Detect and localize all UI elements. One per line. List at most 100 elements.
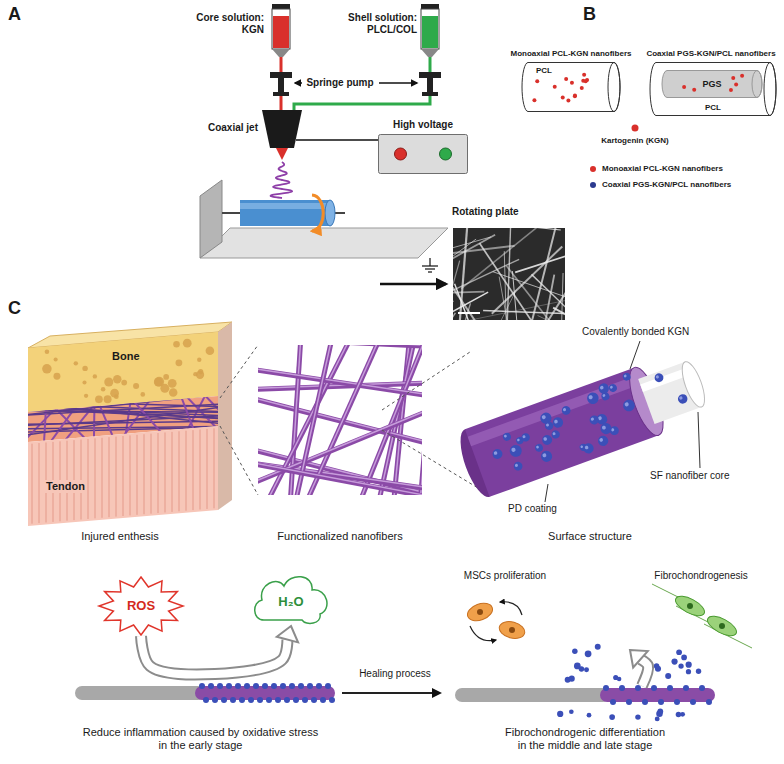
proliferation-arrow (500, 602, 522, 615)
bone-pore (104, 377, 113, 386)
tendon-fiber (123, 436, 124, 516)
nanofiber (420, 345, 422, 495)
pump-clamp (270, 72, 292, 78)
kgn-sphere (539, 449, 553, 463)
nanofiber-highlight (258, 408, 422, 484)
nozzle-tip (276, 148, 288, 160)
sphere-highlight (504, 434, 508, 438)
released-kgn (678, 663, 683, 668)
kgn-dot (626, 699, 632, 705)
kgn-dot (244, 683, 250, 689)
released-kgn (665, 673, 671, 679)
kgn-sphere (491, 448, 504, 461)
kgn-dot (532, 98, 536, 102)
electrospinning-setup (200, 4, 701, 480)
bone-pore (173, 341, 180, 348)
kgn-dot (564, 77, 568, 81)
arrow-head (630, 650, 648, 668)
nanofiber-highlight (258, 368, 422, 395)
annotation-label: Coaxial jet (186, 122, 258, 134)
nanofiber (20, 393, 230, 415)
zoom-line (220, 345, 258, 398)
mandrel-end (325, 200, 335, 226)
kgn-sphere (582, 442, 595, 455)
node-heading: High voltage (358, 119, 488, 131)
sphere-highlight (599, 438, 604, 443)
feed-tube (280, 57, 283, 72)
tendon-fiber (39, 443, 40, 523)
sem-fiber (456, 228, 467, 320)
nanofiber-mesh (258, 345, 422, 495)
bone-pore (197, 358, 201, 362)
kgn-dot (561, 95, 565, 99)
released-kgn (686, 662, 692, 668)
tendon-fiber (151, 434, 152, 514)
sem-fiber (453, 292, 488, 320)
syringe-tip (272, 49, 290, 57)
collector-wall (200, 180, 222, 258)
tendon-fiber (137, 435, 138, 515)
sem-fiber (453, 239, 476, 282)
released-kgn (656, 711, 663, 718)
syringe-solution (273, 16, 289, 48)
sphere-highlight (493, 451, 497, 455)
kgn-sphere (550, 429, 561, 440)
node-label: PCL (705, 103, 721, 113)
kgn-dot (603, 685, 609, 691)
block-side-face (218, 322, 232, 510)
sphere-highlight (624, 402, 629, 407)
node-label: H₂O (278, 594, 303, 610)
sem-fiber (522, 228, 556, 320)
released-kgn (681, 655, 687, 661)
kgn-dot (289, 683, 295, 689)
syringe-cap (272, 4, 290, 9)
kgn-dot (329, 697, 335, 703)
released-kgn (617, 677, 621, 681)
kgn-dot (248, 697, 254, 703)
kgn-dot (203, 697, 209, 703)
kgn-sphere (520, 432, 531, 443)
sphere-highlight (546, 423, 550, 427)
released-kgn (569, 709, 574, 714)
annotation-label: Rotating plate (452, 206, 519, 218)
kgn-dot (729, 88, 733, 92)
cylinder-end (608, 63, 620, 112)
tendon-fiber (200, 430, 201, 510)
sphere-highlight (552, 432, 556, 436)
kgn-dot (293, 697, 299, 703)
tendon-fiber (95, 438, 96, 518)
released-kgn (686, 669, 691, 674)
kgn-dot (217, 683, 223, 689)
bone-pore (101, 387, 106, 392)
kgn-dot (257, 697, 263, 703)
kgn-sphere (599, 422, 613, 436)
sphere-highlight (599, 385, 604, 390)
kgn-dot (320, 697, 326, 703)
sem-fiber (485, 290, 517, 320)
nanofiber-highlight (258, 462, 422, 495)
annotation-label: MSCs proliferation (440, 570, 570, 582)
nanofiber (258, 463, 422, 495)
nanofiber (20, 409, 230, 419)
bone-pore (82, 380, 86, 384)
pointer-arrow (295, 82, 302, 84)
cell-nucleus (687, 603, 693, 609)
kgn-dot (221, 697, 227, 703)
ground-symbol (425, 268, 435, 269)
reaction-arrow (141, 626, 298, 674)
bone-pore (74, 361, 78, 365)
kgn-dot (302, 697, 308, 703)
fiber-jet (271, 162, 293, 198)
sphere-highlight (542, 453, 547, 458)
collector-floor (200, 228, 448, 258)
kgn-dot (535, 79, 539, 83)
kgn-dot (619, 685, 625, 691)
kgn-dot (275, 697, 281, 703)
cylinder-outline (522, 63, 620, 112)
legend-swatch (590, 182, 596, 188)
arrow-body (141, 636, 287, 674)
kgn-dot (674, 699, 680, 705)
sphere-highlight (590, 417, 594, 421)
released-kgn (671, 658, 677, 664)
kgn-sphere (608, 383, 618, 393)
